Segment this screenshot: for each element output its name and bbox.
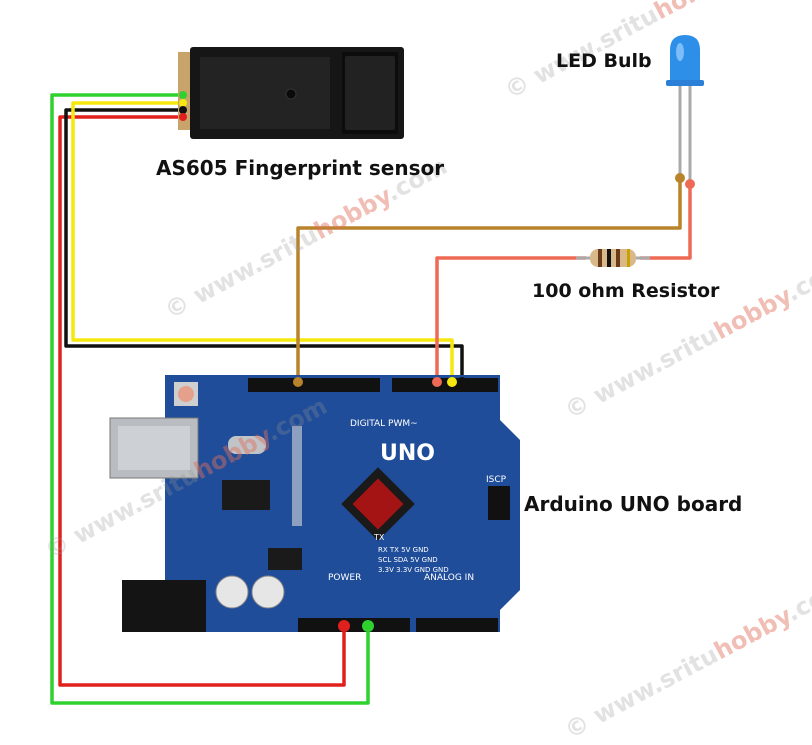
board-brand: UNO (380, 441, 435, 466)
sensor-pin-dot (179, 91, 187, 99)
board-tx-label: TX (373, 533, 385, 542)
sensor-pin-dot (179, 99, 187, 107)
power-header (298, 618, 410, 632)
board-bottom-text-1: RX TX 5V GND (378, 546, 429, 554)
wire-black (64, 108, 464, 380)
wire-salmon-resistor (435, 256, 586, 380)
led-bulb (666, 35, 704, 189)
resistor (576, 249, 650, 267)
sensor-label: AS605 Fingerprint sensor (156, 156, 445, 180)
digital-header-left (248, 378, 380, 392)
board-analog-header-label: ANALOG IN (424, 573, 474, 583)
board-digital-header-label: DIGITAL PWM~ (350, 419, 418, 429)
dc-jack (122, 580, 206, 632)
led-label: LED Bulb (556, 50, 652, 72)
wire-yellow (71, 101, 454, 380)
board-bottom-text-3: 3.3V 3.3V GND GND (378, 566, 449, 574)
digital-header-right (392, 378, 498, 392)
wire-red-gnd (58, 115, 346, 687)
wire-salmon-led (640, 184, 692, 260)
sensor-pin-dot (179, 113, 187, 121)
analog-header (416, 618, 498, 632)
fingerprint-sensor (178, 47, 404, 139)
wire-green-vcc (50, 93, 370, 705)
sensor-pin-dot (179, 106, 187, 114)
board-bottom-text-2: SCL SDA 5V GND (378, 556, 438, 564)
wire-brown-led (296, 176, 682, 380)
board-icsp-label: ISCP (486, 475, 507, 485)
board-label: Arduino UNO board (524, 492, 743, 516)
board-power-header-label: POWER (328, 573, 361, 583)
arduino-board (109, 375, 520, 632)
wires (50, 93, 692, 705)
resistor-label: 100 ohm Resistor (532, 280, 720, 302)
